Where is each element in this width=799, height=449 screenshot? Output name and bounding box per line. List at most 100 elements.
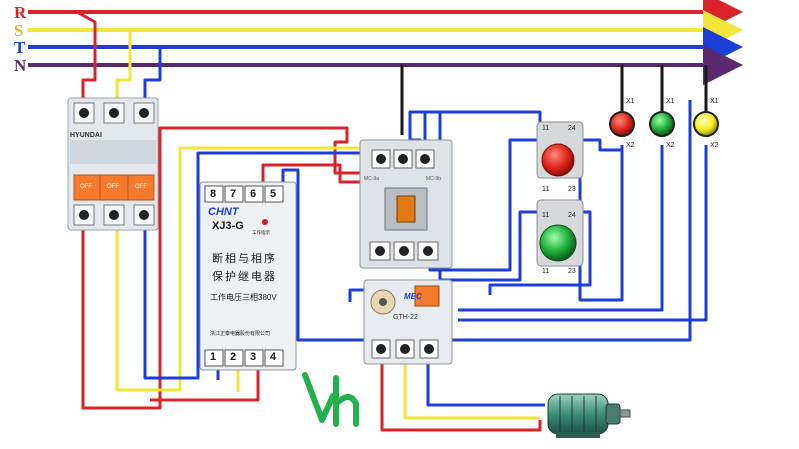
wire-relay-3 xyxy=(150,368,260,402)
relay-terminal-label-3: 3 xyxy=(250,351,257,363)
breaker-label-panel xyxy=(70,140,156,164)
relay-terminal-7 xyxy=(224,185,244,203)
wire-relay-6 xyxy=(261,163,368,184)
contactor-armature xyxy=(396,195,416,223)
lamp-yellow-x1: X1 xyxy=(710,98,719,105)
bus-label-n: N xyxy=(14,56,27,75)
logo-v-stroke xyxy=(302,372,336,423)
relay-body xyxy=(199,181,297,371)
breaker-screw xyxy=(79,210,89,220)
motor-base xyxy=(556,432,600,438)
wire-lamp-red-x2 xyxy=(580,138,624,152)
start-button-term-tl: 11 xyxy=(542,212,550,219)
relay-line1: 断相与相序 xyxy=(212,253,277,265)
stop-button-term-bl: 11 xyxy=(542,186,550,193)
overload-screw xyxy=(424,344,434,354)
breaker-handle[interactable] xyxy=(73,174,155,201)
contactor-screw xyxy=(399,246,409,256)
lamp-red xyxy=(609,111,635,137)
relay-maker: 浙江正泰电器股份有限公司 xyxy=(210,331,271,337)
motor-shaft xyxy=(619,409,631,418)
motor-body xyxy=(547,393,609,435)
wire-btn-red xyxy=(578,145,624,302)
relay-terminal-3 xyxy=(244,349,264,367)
overload-reset-button[interactable] xyxy=(414,285,440,307)
breaker-brand: HYUNDAI xyxy=(70,132,102,139)
wire-motor-v xyxy=(403,362,540,420)
contactor-screw xyxy=(398,154,408,164)
overload-model: GTH-22 xyxy=(393,314,418,321)
overload-screw xyxy=(376,344,386,354)
motor xyxy=(547,393,631,438)
push-buttons xyxy=(536,121,584,267)
stop-button-term-br: 23 xyxy=(568,186,576,193)
relay-spec: 工作电压三相380V xyxy=(210,293,277,302)
wire-s-drop xyxy=(112,28,132,100)
relay-terminal-label-4: 4 xyxy=(270,351,277,363)
relay-terminal-8 xyxy=(204,185,224,203)
wire-ctrl-3 xyxy=(438,210,540,282)
relay-terminal-5 xyxy=(264,185,284,203)
contactor-screw xyxy=(423,246,433,256)
breaker-off-1: OFF xyxy=(80,184,92,190)
contactor xyxy=(359,139,453,269)
start-button-term-bl: 11 xyxy=(542,268,550,275)
wire-motor-u xyxy=(380,362,542,432)
wires xyxy=(76,10,708,432)
relay-terminal-2 xyxy=(224,349,244,367)
wire-lamp-yellow-x2 xyxy=(458,145,708,322)
breaker-screw xyxy=(139,210,149,220)
relay-line2: 保护继电器 xyxy=(212,271,277,283)
relay-terminal-1 xyxy=(204,349,224,367)
breaker-screw xyxy=(109,210,119,220)
contactor-label-b: MC-9b xyxy=(426,176,442,182)
bus-label-r: R xyxy=(14,3,27,22)
relay-terminal-label-2: 2 xyxy=(230,351,237,363)
overload-brand: MEC xyxy=(404,292,422,301)
overload-screw xyxy=(400,344,410,354)
breaker-screw xyxy=(79,108,89,118)
lamp-yellow-x2: X2 xyxy=(710,142,719,149)
bus-label-t: T xyxy=(14,38,26,57)
breaker-screw xyxy=(109,108,119,118)
relay-indicator-led xyxy=(262,219,268,225)
stop-button[interactable] xyxy=(541,143,575,177)
stop-button-term-tl: 11 xyxy=(542,125,550,132)
breaker-screw xyxy=(139,108,149,118)
relay-terminal-label-7: 7 xyxy=(230,188,237,200)
contactor-screw xyxy=(376,154,386,164)
start-button[interactable] xyxy=(539,224,577,262)
relay-indicator-label: 工作指示 xyxy=(252,230,270,235)
contactor-screw xyxy=(420,154,430,164)
relay-terminal-label-5: 5 xyxy=(270,188,277,200)
wire-r-drop xyxy=(76,10,97,100)
relay-brand: CHNT xyxy=(208,206,239,218)
contactor-label-a: MC-9a xyxy=(364,176,380,182)
start-button-term-br: 23 xyxy=(568,268,576,275)
contactor-screw xyxy=(375,246,385,256)
phase-protection-relay xyxy=(199,181,297,371)
lamp-red-x1: X1 xyxy=(626,98,635,105)
lamp-green-x1: X1 xyxy=(666,98,675,105)
lamp-green xyxy=(649,111,675,137)
overload-dial-center xyxy=(379,298,387,306)
breaker-off-3: OFF xyxy=(135,184,147,190)
wire-btn-green xyxy=(488,210,592,295)
relay-terminal-label-6: 6 xyxy=(250,188,257,200)
overload-relay xyxy=(363,279,453,365)
stop-button-term-tr: 24 xyxy=(568,125,576,132)
lamp-yellow xyxy=(693,111,719,137)
wire-motor-w xyxy=(426,362,545,407)
logo-h-stroke xyxy=(333,375,359,427)
relay-terminal-4 xyxy=(264,349,284,367)
bus-bars xyxy=(28,0,743,85)
relay-terminal-label-1: 1 xyxy=(210,351,217,363)
motor-endcap xyxy=(605,403,621,425)
relay-terminal-label-8: 8 xyxy=(210,188,217,200)
indicator-lamps xyxy=(609,111,719,137)
relay-terminal-6 xyxy=(244,185,264,203)
lamp-red-x2: X2 xyxy=(626,142,635,149)
wire-lamp-green-x2 xyxy=(458,145,664,312)
bus-label-s: S xyxy=(14,21,24,40)
